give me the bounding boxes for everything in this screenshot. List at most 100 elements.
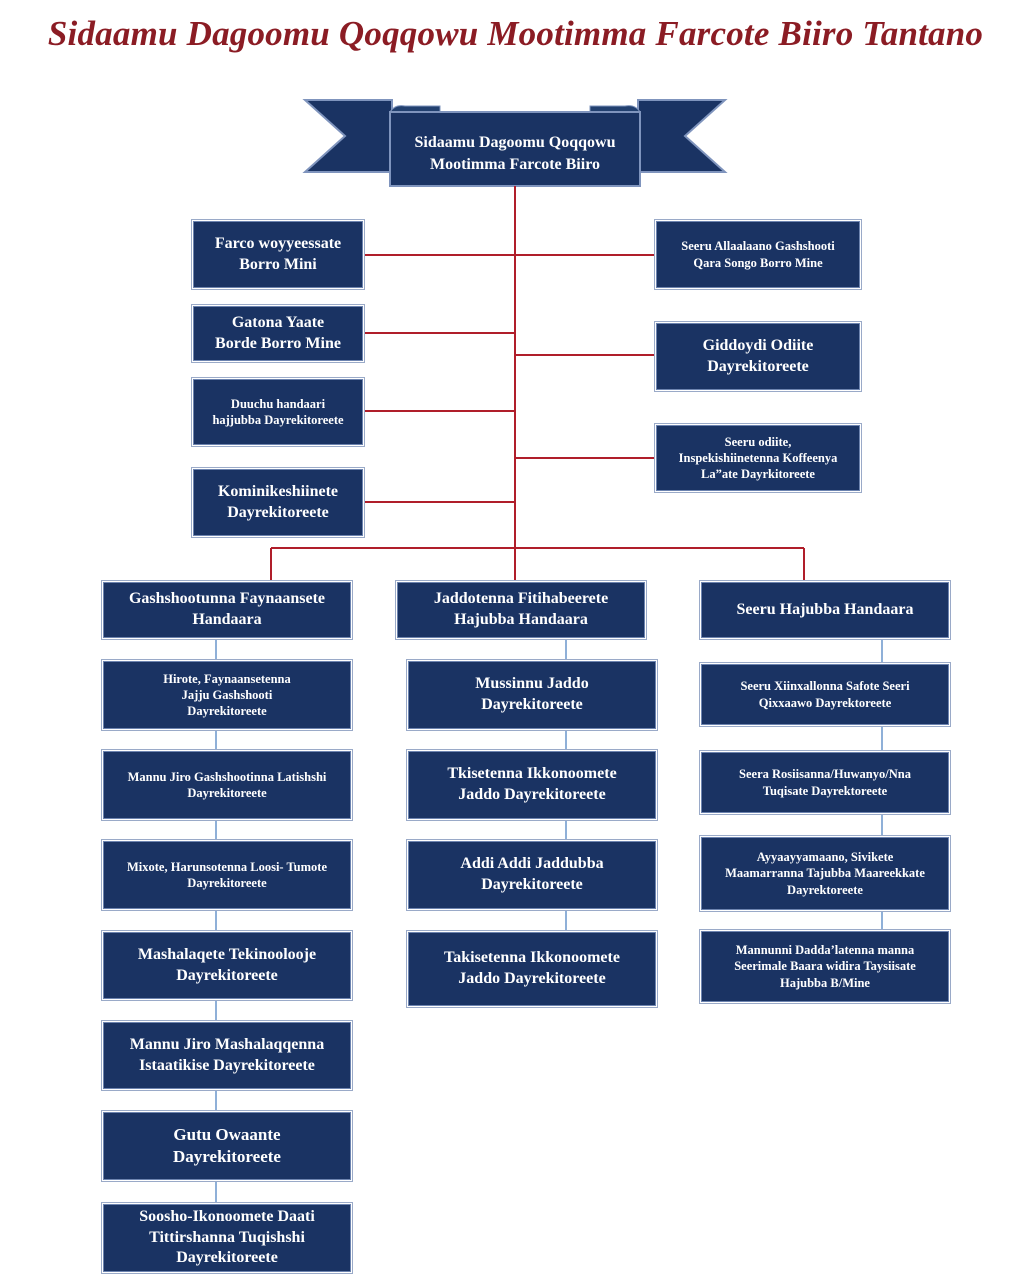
box-text-line: Seera Rosiisanna/Huwanyo/Nna <box>739 767 911 782</box>
box-text-line: Qixxaawo Dayrektoreete <box>758 695 892 710</box>
box-text-line: Dayrekitoreete <box>707 357 809 375</box>
box-text-line: Qara Songo Borro Mine <box>693 255 823 270</box>
box-text-line: Dayrekitoreete <box>187 876 267 890</box>
box-text-line: Mashalaqete Tekinoolooje <box>137 945 317 963</box>
box-text-line: Farco woyyeessate <box>214 234 342 252</box>
box-text-line: Seeru Xiinxallonna Safote Seeri <box>740 679 910 694</box>
box-text-line: La”ate Dayrkitoreete <box>701 467 815 482</box>
top-office-line-2: Mootimma Farcote Biiro <box>429 156 601 173</box>
box-text-line: Borde Borro Mine <box>215 334 341 352</box>
box-text-line: Handaara <box>192 611 262 628</box>
box-text-line: Dayrekitoreete <box>176 966 278 984</box>
box-text-line: Dayrektoreete <box>787 882 863 897</box>
box-text-line: Jaddotenna Fitihabeerete <box>433 590 609 608</box>
box-text-line: Takisetenna Ikkonoomete <box>444 949 620 967</box>
box-text-line: Dayrekitoreete <box>227 503 329 521</box>
banner-ribbon <box>302 99 728 187</box>
box-text-line: Kominikeshiinete <box>217 482 338 500</box>
top-office-text: Sidaamu Dagoomu Qoqqowu Mootimma Farcote… <box>390 132 640 175</box>
box-text-line: Hajubba Handaara <box>454 611 588 628</box>
box-text-line: Dayrekitoreete <box>481 696 583 713</box>
box-text-line: Addi Addi Jaddubba <box>460 855 604 873</box>
box-text-line: Seerimale Baara widira Taysiisate <box>734 959 916 974</box>
box-text-line: Mannu Jiro Mashalaqqenna <box>129 1035 325 1053</box>
box-text-line: Mussinnu Jaddo <box>475 675 589 693</box>
box-text-line: Giddoydi Odiite <box>702 336 814 354</box>
box-text-line: Hajubba B/Mine <box>780 975 870 990</box>
top-office-label: Sidaamu Dagoomu Qoqqowu Mootimma Farcote… <box>390 126 640 182</box>
box-text-line: Ayyaayyamaano, Sivikete <box>756 850 894 865</box>
page-title: Sidaamu Dagoomu Qoqqowu Mootimma Farcote… <box>47 14 984 53</box>
box-text-line: Tittirshanna Tuqishshi <box>149 1228 305 1246</box>
box-text-line: Gatona Yaate <box>231 313 325 331</box>
top-office-line-1: Sidaamu Dagoomu Qoqqowu <box>414 134 616 152</box>
box-text-line: Gashshootunna Faynaansete <box>128 590 326 608</box>
box-text-line: Dayrekitoreete <box>481 876 583 893</box>
box-text-line: Jaddo Dayrekitoreete <box>458 970 606 987</box>
box-text-line: Istaatikise Dayrekitoreete <box>139 1056 315 1074</box>
box-text-line: Maamarranna Tajubba Maareekkate <box>725 866 925 881</box>
box-text-line: Borro Mini <box>239 255 317 273</box>
box-text-line: Seeru Allaalaano Gashshooti <box>681 239 835 254</box>
head-seeru-hajubba: Seeru Hajubba Handaara <box>701 582 949 638</box>
box-text-line: Hirote, Faynaansetenna <box>163 671 291 686</box>
box-text-line: Mannunni Dadda’latenna manna <box>735 943 915 958</box>
box-text-line: Dayrekitoreete <box>187 786 267 800</box>
box-text-line: Jajju Gashshooti <box>181 687 273 702</box>
box-text-line: Seeru Hajubba Handaara <box>736 600 914 618</box>
box-text: Seeru odiite,Inspekishiinetenna Koffeeny… <box>679 434 838 483</box>
box-text-line: Dayrekitoreete <box>176 1249 278 1267</box>
box-text-line: Gutu Owaante <box>173 1124 281 1144</box>
box-text-line: hajjubba Dayrekitoreete <box>212 413 344 427</box>
box-text-line: Tkisetenna Ikkonoomete <box>447 765 617 783</box>
box-text-line: Soosho-Ikonoomete Daati <box>139 1207 315 1225</box>
red-connectors <box>270 186 805 582</box>
box-text-line: Dayrekitoreete <box>187 704 267 719</box>
unit-seeru-odiite: Seeru odiite,Inspekishiinetenna Koffeeny… <box>656 425 860 491</box>
box-text-line: Dayrekitoreete <box>173 1147 281 1166</box>
box-text-line: Jaddo Dayrekitoreete <box>458 786 606 803</box>
